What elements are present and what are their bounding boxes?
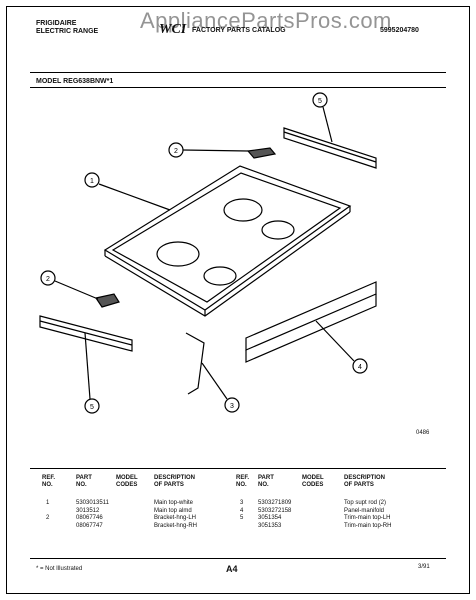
catalog-number: 5995204780	[380, 27, 419, 34]
product-type: ELECTRIC RANGE	[36, 28, 99, 35]
table-bottom-rule	[30, 558, 446, 559]
brand-name: FRIGIDAIRE	[36, 20, 77, 27]
callout-label-5-left: 5	[90, 404, 94, 411]
bracket-hinge-left	[40, 270, 120, 308]
table-row: 1 2	[46, 500, 50, 522]
header-rule	[30, 72, 446, 73]
callout-label-1: 1	[90, 178, 94, 185]
page-border	[6, 6, 470, 594]
model-rule	[30, 87, 446, 88]
main-top-part	[103, 165, 352, 317]
manifold-panel	[245, 281, 377, 374]
callout-label-3: 3	[230, 403, 234, 410]
catalog-date: 3/91	[418, 564, 430, 570]
not-illustrated-note: * = Not Illustrated	[36, 566, 83, 572]
bracket-hinge-top	[168, 142, 277, 159]
callout-1	[84, 172, 171, 211]
exploded-parts-diagram: 1 2 2 3 4 5 5	[39, 92, 377, 414]
callout-label-4: 4	[358, 364, 362, 371]
support-rod	[185, 332, 240, 413]
wci-logo: WCI	[159, 22, 187, 37]
header-ref-left: REF.NO.	[42, 475, 56, 488]
trim-front-left	[39, 315, 133, 414]
header-ref-right: REF.NO.	[236, 475, 250, 488]
trim-rear	[283, 92, 377, 169]
callout-label-2-left: 2	[46, 276, 50, 283]
table-row: Top supt rod (2)Panel-manifold Trim-main…	[344, 500, 392, 529]
catalog-title: FACTORY PARTS CATALOG	[192, 27, 286, 34]
callout-label-2-top: 2	[174, 148, 178, 155]
brand-block: FRIGIDAIRE ELECTRIC RANGE	[36, 20, 98, 36]
watermark: AppliancePartsPros.com	[140, 8, 392, 33]
page-number: A4	[226, 564, 238, 574]
callout-label-5-top: 5	[318, 98, 322, 105]
table-top-rule	[30, 468, 446, 469]
illustration-code: 0486	[416, 430, 430, 436]
model-number: MODEL REG638BNW*1	[36, 78, 114, 85]
